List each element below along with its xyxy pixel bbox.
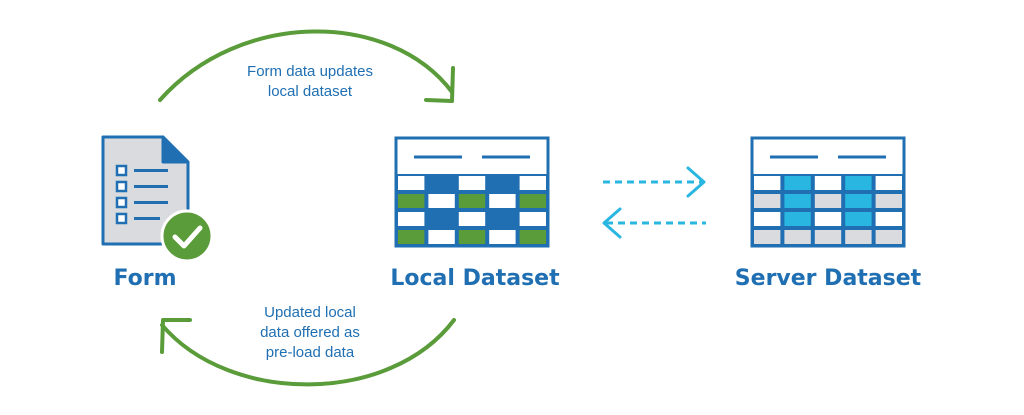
sync-arrow-right <box>603 166 706 198</box>
bottom-edge-label-line1: Updated local <box>264 304 356 321</box>
table-cell <box>398 176 425 190</box>
table-cell <box>489 176 516 190</box>
table-cell <box>875 212 902 226</box>
table-cell <box>519 230 546 244</box>
table-cell <box>428 230 455 244</box>
table-cell <box>814 194 842 208</box>
table-cell <box>519 212 546 226</box>
table-cell <box>814 212 842 226</box>
table-cell <box>784 230 811 244</box>
form-document-icon <box>101 135 214 263</box>
table-outline <box>394 136 550 248</box>
top-edge-label: Form data updates local dataset <box>215 62 405 102</box>
top-edge-label-line2: local dataset <box>267 83 353 100</box>
local-dataset-label: Local Dataset <box>390 266 560 291</box>
table-cell <box>398 230 425 244</box>
table-cell <box>458 194 486 208</box>
table-cell <box>784 212 811 226</box>
table-cell <box>458 176 486 190</box>
table-cell <box>845 212 872 226</box>
table-cell <box>875 230 902 244</box>
table-cell <box>458 230 486 244</box>
table-cell <box>398 194 425 208</box>
table-cell <box>845 194 872 208</box>
table-cell <box>784 176 811 190</box>
table-cell <box>875 194 902 208</box>
form-label: Form <box>113 266 177 291</box>
table-cell <box>845 176 872 190</box>
table-cell <box>814 176 842 190</box>
table-cell <box>428 212 455 226</box>
top-edge-label-line1: Form data updates <box>247 63 373 80</box>
table-cell <box>489 230 516 244</box>
table-cell <box>519 194 546 208</box>
server-dataset-label: Server Dataset <box>734 266 922 291</box>
table-cell <box>845 230 872 244</box>
bottom-edge-label-line3: pre-load data <box>265 344 355 361</box>
table-cell <box>754 212 781 226</box>
top-curved-arrow <box>158 29 455 103</box>
table-cell <box>458 212 486 226</box>
table-cell <box>754 176 781 190</box>
bottom-edge-label-line2: data offered as <box>260 324 360 341</box>
table-cell <box>754 230 781 244</box>
table-outline <box>750 136 906 248</box>
table-cell <box>519 176 546 190</box>
table-cell <box>754 194 781 208</box>
table-cell <box>428 176 455 190</box>
form-checklist <box>115 164 168 225</box>
checkmark-badge-icon <box>160 209 214 263</box>
table-cell <box>398 212 425 226</box>
table-cell <box>489 212 516 226</box>
table-cell <box>489 194 516 208</box>
local-dataset-table-icon <box>394 136 550 248</box>
table-cell <box>875 176 902 190</box>
table-cell <box>784 194 811 208</box>
bottom-curved-arrow <box>160 318 456 387</box>
table-cell <box>428 194 455 208</box>
server-dataset-table-icon <box>750 136 906 248</box>
bottom-edge-label: Updated local data offered as pre-load d… <box>225 303 395 363</box>
table-cell <box>814 230 842 244</box>
sync-arrow-left <box>602 207 706 239</box>
